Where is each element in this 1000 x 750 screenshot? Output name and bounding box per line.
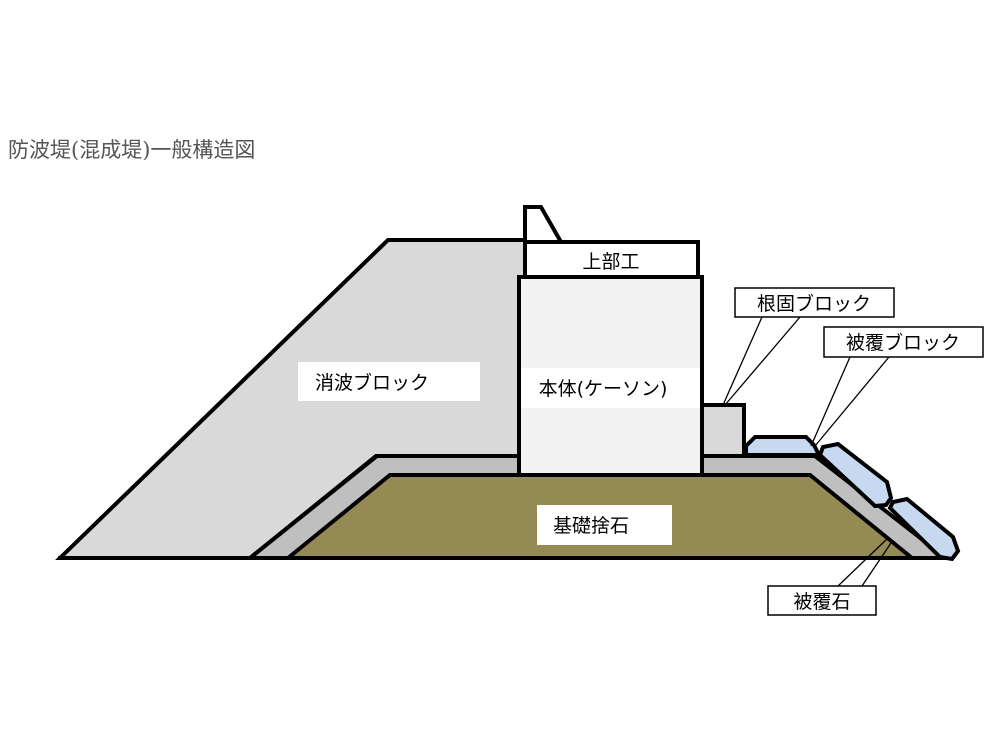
parapet-shape [523,205,565,244]
armor-block-shape [817,441,894,509]
wave-dissipating-block-label: 消波ブロック [315,371,429,394]
caisson-label: 本体(ケーソン) [539,378,668,400]
foot-protection-callout [722,287,895,406]
foot-protection-block-shape [700,403,746,458]
caisson-label-band [521,368,700,408]
diagram-title: 防波堤(混成堤)一般構造図 [8,138,256,162]
armor-block-shape [744,435,823,457]
armor-stone-label: 被覆石 [793,591,850,613]
foundation-label-box [537,505,672,545]
armor-block-callout [810,326,984,447]
foot-protection-block-label: 根固ブロック [757,292,871,315]
superstructure-shape [523,240,700,279]
armor-block-shape [887,496,961,562]
armor-block-label: 被覆ブロック [846,331,960,354]
foundation-rubble-label: 基礎捨石 [553,515,629,537]
superstructure-label: 上部工 [582,251,639,273]
wave-block-label-box [298,362,480,401]
armor-stone-callout [767,536,894,616]
